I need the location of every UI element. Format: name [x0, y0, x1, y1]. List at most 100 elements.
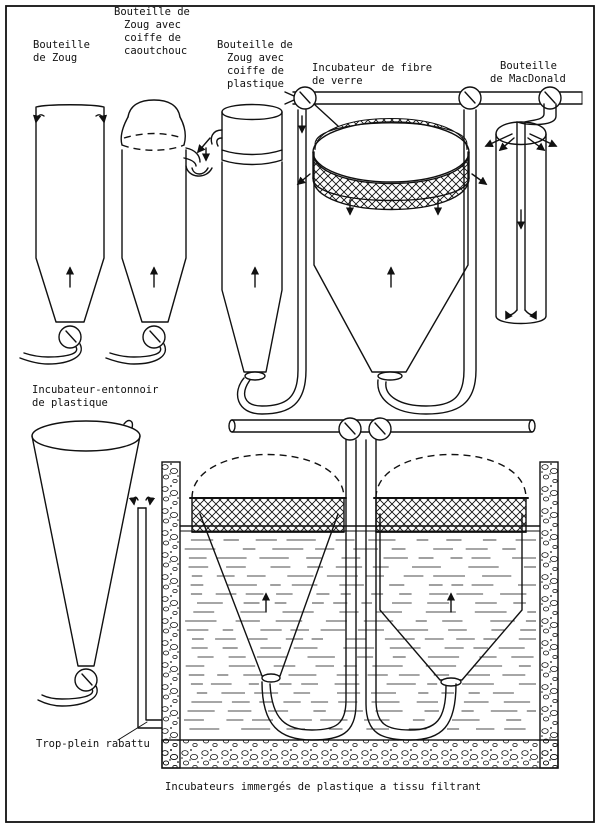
zoug-bottle-inlet-pipe-inner	[23, 346, 78, 358]
fiberglass-rim-lower	[312, 177, 470, 202]
top-supply-pipe-walls	[292, 91, 583, 105]
label-plastic-funnel-incubator: Incubateur-entonnoir de plastique	[32, 384, 165, 409]
lower-valve-1-stem	[344, 422, 356, 435]
funnel-hook	[123, 419, 134, 429]
funnel-inlet-pipe	[37, 685, 98, 707]
submerged-incubator-left	[189, 439, 357, 741]
label-zoug-rubber-cap-line-4: caoutchouc	[124, 45, 187, 57]
plastic-cap-bottle-body	[221, 161, 283, 373]
left-bottom-port	[261, 673, 281, 683]
rubber-cap-inlet-pipe-inner	[109, 346, 162, 358]
label-zoug-rubber-cap: Bouteille de Zoug avec coiffe de caoutch…	[114, 6, 196, 57]
plastic-cap-outlet	[210, 129, 223, 147]
right-mesh-band	[375, 497, 527, 533]
label-fiberglass-line-2: de verre	[312, 75, 363, 87]
zoug-bottle-overflow-arrow-right	[95, 114, 108, 124]
lower-supply-pipe-right-end	[528, 419, 536, 433]
gravel-floor	[161, 739, 559, 769]
plastic-cap-feed-pipe	[243, 109, 299, 407]
zoug-plastic-cap-bottle	[196, 103, 283, 381]
zoug-bottle-inlet-pipe	[19, 343, 82, 365]
label-zoug-rubber-cap-line-2: Zoug avec	[124, 19, 181, 31]
lower-valve-2-stem	[374, 422, 386, 435]
macdonald-feed-tube	[516, 121, 526, 311]
label-zoug-bottle: Bouteille de Zoug	[33, 39, 96, 64]
plastic-cap-rim	[221, 149, 283, 166]
right-lid-dashed	[375, 453, 527, 499]
folded-overflow-pipe	[128, 496, 163, 729]
rubber-cap-bottle-body	[121, 149, 187, 323]
plastic-cap-sides	[221, 111, 283, 151]
label-zoug-bottle-line-1: Bouteille	[33, 39, 90, 51]
right-feed-pipe-inner	[365, 439, 457, 741]
label-macdonald-line-1: Bouteille	[500, 60, 557, 72]
label-funnel-line-2: de plastique	[32, 397, 108, 409]
label-macdonald-bottle: Bouteille de MacDonald	[490, 60, 566, 85]
macdonald-bottom-arrow-right	[524, 309, 537, 320]
fiberglass-rim	[312, 121, 470, 183]
rubber-cap-valve	[142, 325, 166, 349]
funnel-body	[31, 435, 141, 667]
top-supply-pipe	[284, 86, 583, 110]
macdonald-bottle	[484, 103, 558, 325]
plastic-cap-bottom-port	[244, 371, 266, 381]
plastic-cap-outflow-arrow	[196, 137, 211, 154]
right-feed-pipe	[375, 439, 447, 731]
rubber-cap-sides	[120, 116, 186, 146]
fiberglass-feed-pipe-inner	[377, 109, 477, 415]
label-zoug-plastic-cap-line-3: coiffe de	[227, 65, 284, 77]
rubber-cap-inlet-pipe	[105, 343, 167, 365]
top-valve-2-stem	[464, 91, 476, 104]
funnel-rim	[31, 420, 141, 452]
left-gravel-wall	[161, 461, 181, 769]
right-gravel-wall	[539, 461, 559, 769]
fiberglass-bottom-port	[377, 371, 403, 381]
label-zoug-plastic-cap-line-1: Bouteille de	[217, 39, 293, 51]
lower-supply-pipe	[228, 417, 536, 441]
label-folded-overflow: Trop-plein rabattu	[36, 738, 150, 750]
label-submerged-incubators: Incubateurs immergés de plastique a tiss…	[165, 781, 481, 793]
left-feed-pipe	[269, 439, 347, 731]
rubber-cap-seal-line-back	[123, 132, 183, 139]
label-zoug-rubber-cap-line-1: Bouteille de	[114, 6, 190, 18]
macdonald-feed-elbow	[516, 103, 557, 126]
macdonald-top-ellipse	[495, 121, 547, 146]
label-zoug-rubber-cap-line-3: coiffe de	[124, 32, 181, 44]
zoug-bottle-overflow-arrow-left	[32, 114, 45, 124]
lower-supply-pipe-left-end	[228, 419, 236, 433]
left-lid-dashed	[191, 453, 345, 499]
overflow-arrow-right	[145, 496, 156, 506]
zoug-rubber-cap-bottle	[105, 99, 213, 365]
zoug-bottle-body	[35, 104, 105, 323]
plastic-funnel-incubator	[31, 419, 141, 707]
zoug-bottle	[19, 104, 108, 365]
overflow-leader-line	[117, 721, 148, 741]
macdonald-bottom-arrow-left	[505, 309, 518, 320]
zoug-bottle-valve	[58, 325, 82, 349]
overflow-pipe-walls	[137, 507, 163, 729]
label-zoug-bottle-line-2: de Zoug	[33, 52, 77, 64]
label-fiberglass-line-1: Incubateur de fibre	[312, 62, 432, 74]
funnel-inlet-pipe-inner	[41, 688, 94, 700]
overflow-arrow-left	[128, 496, 139, 506]
top-valve-1-stem	[299, 91, 311, 104]
macdonald-body	[495, 133, 547, 325]
top-valve-1-outlet	[284, 91, 295, 105]
rubber-cap-overflow-cup	[185, 165, 213, 177]
macdonald-outflow-left	[484, 133, 513, 147]
top-valve-3-stem	[544, 91, 556, 104]
rubber-cap-seal-line	[121, 144, 185, 151]
plastic-cap-feed-pipe-inner	[236, 109, 307, 415]
fiberglass-incubator	[296, 103, 488, 415]
rubber-cap-top	[127, 99, 181, 118]
plastic-cap-top-ellipse	[221, 103, 283, 121]
fiberglass-outflow-right	[471, 173, 488, 185]
funnel-valve	[74, 668, 98, 692]
macdonald-outflow-right	[529, 133, 558, 147]
fiberglass-feed-pipe	[385, 109, 465, 407]
label-funnel-line-1: Incubateur-entonnoir	[32, 384, 158, 396]
rubber-cap-side-outlet	[185, 147, 201, 163]
left-feed-pipe-inner	[261, 439, 357, 741]
fiberglass-diagonal-feed	[313, 103, 339, 127]
